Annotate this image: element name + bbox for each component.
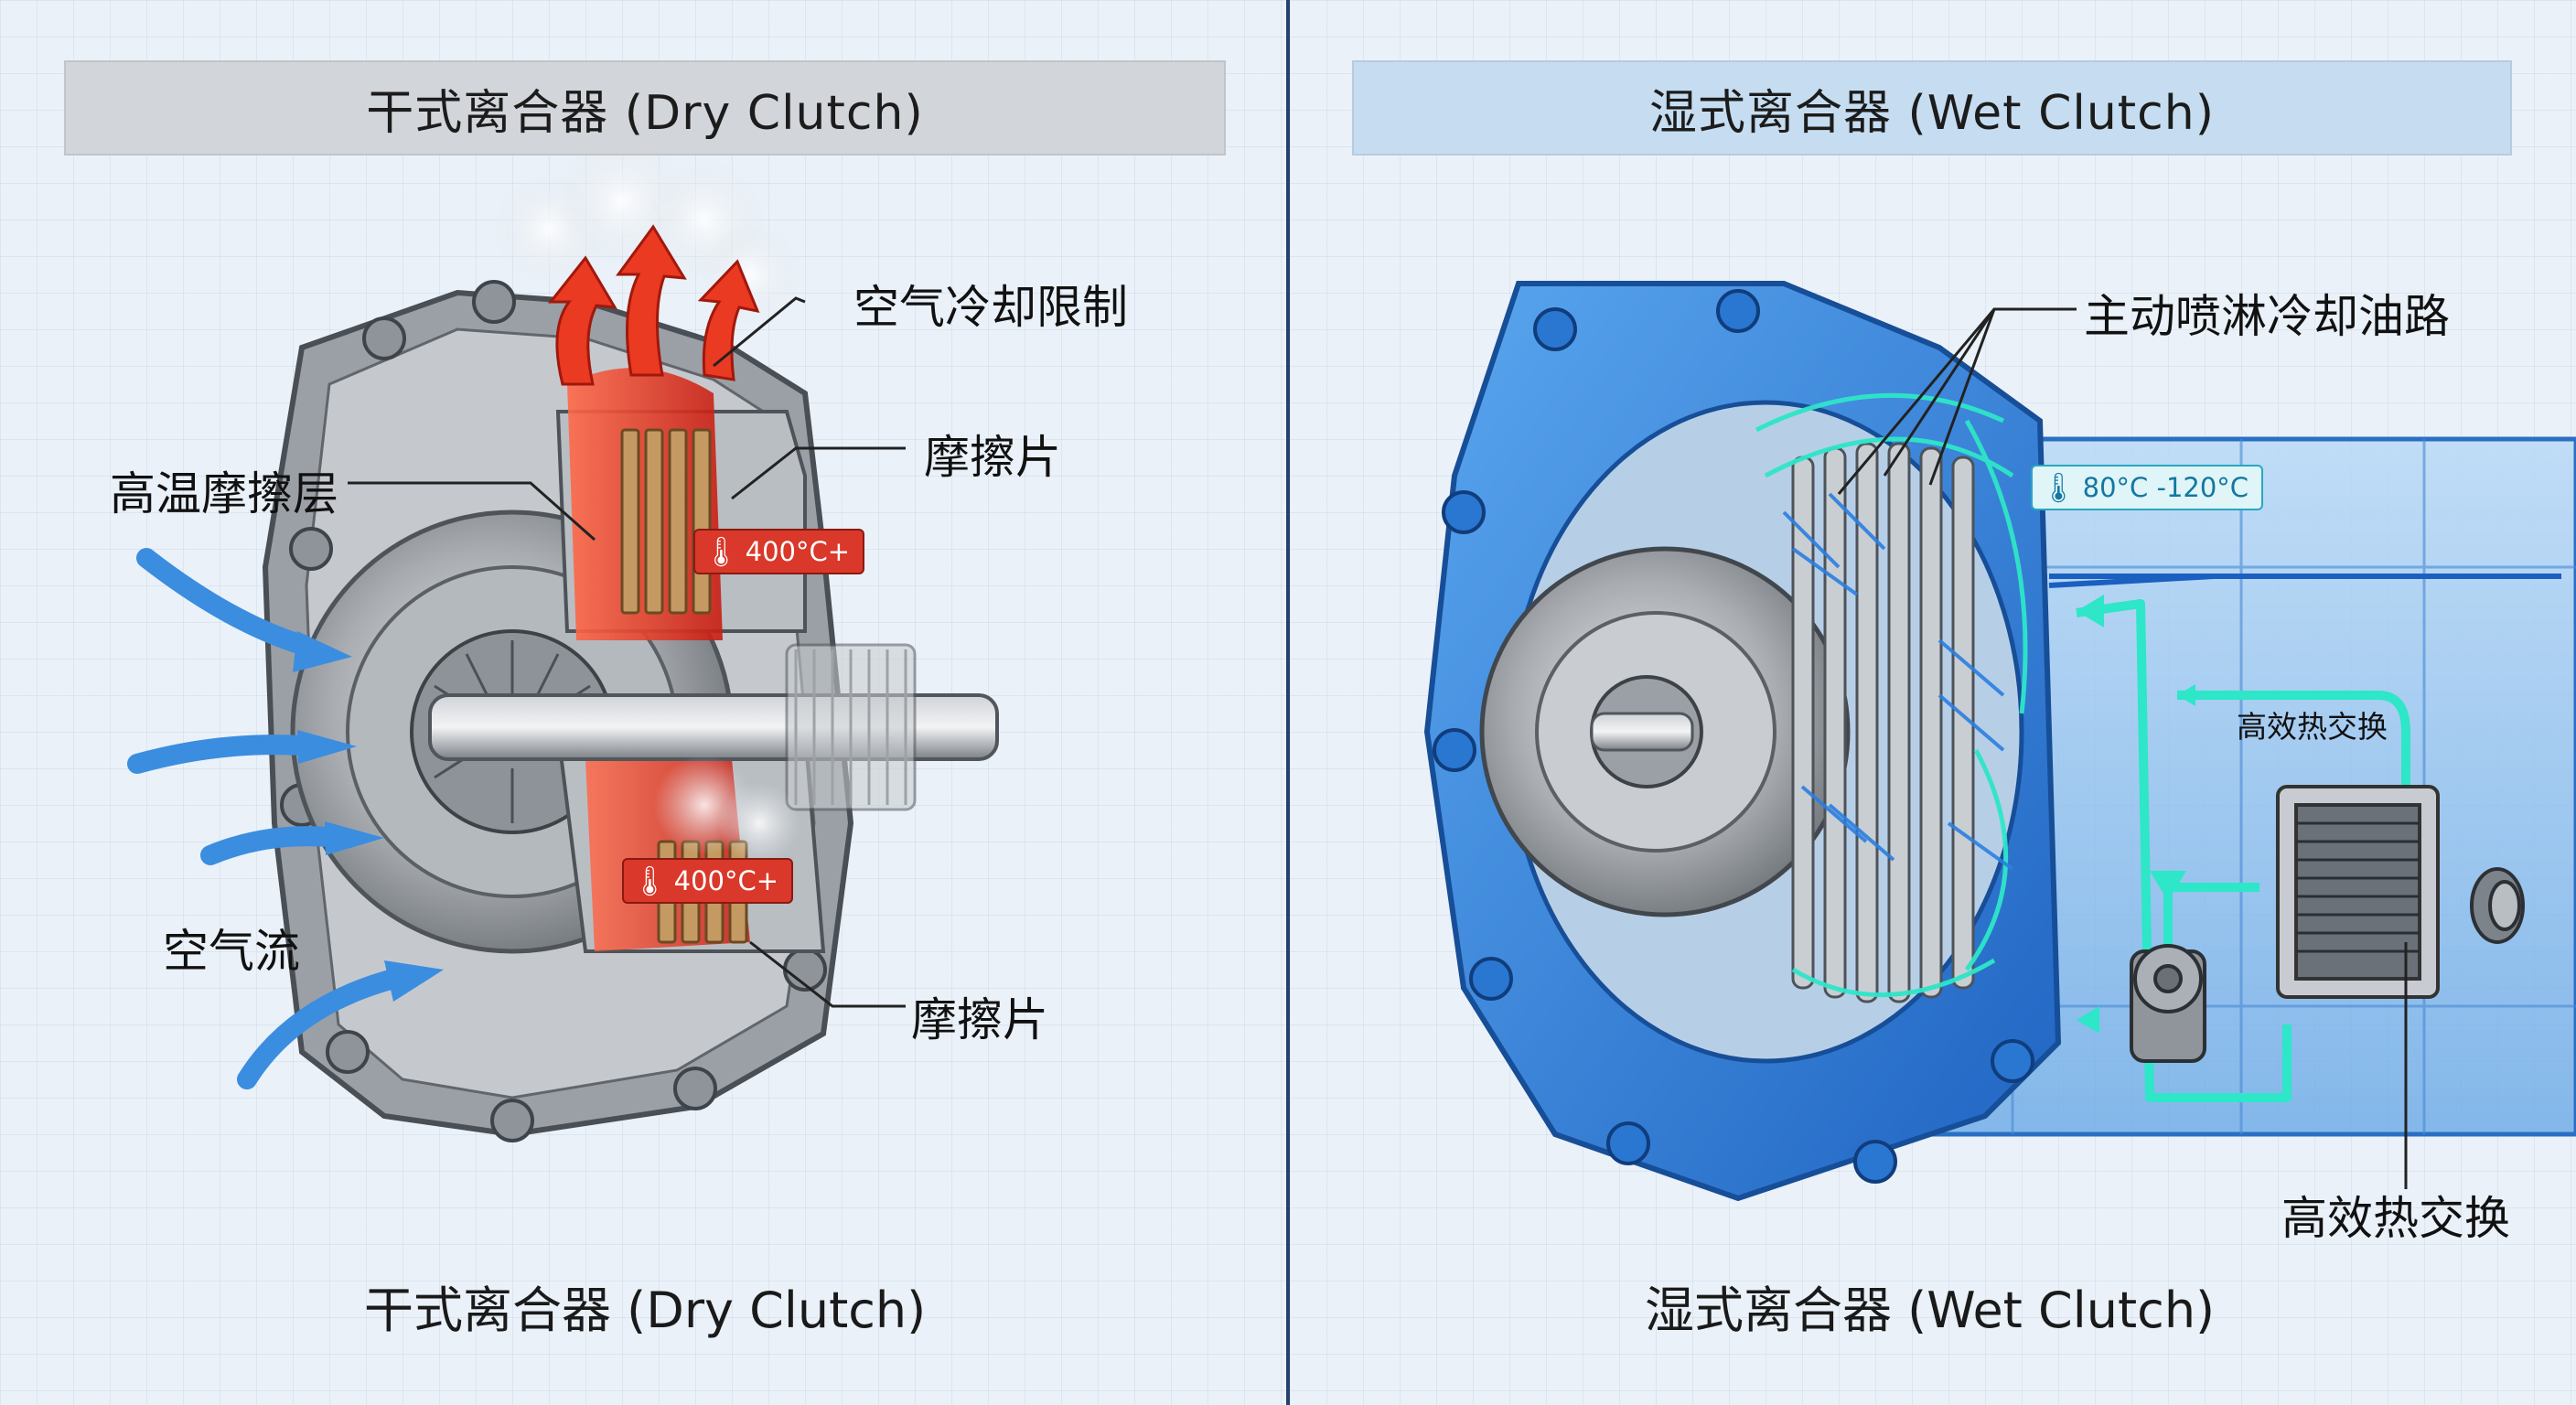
spray-cooling-circuit-label: 主动喷淋冷却油路 [2084, 290, 2450, 343]
temp-badge-top-value: 400°C+ [745, 536, 851, 567]
thermometer-icon: 🌡 [631, 863, 669, 898]
heat-exchange-label: 高效热交换 [2281, 1192, 2510, 1245]
wet-clutch-caption: 湿式离合器 (Wet Clutch) [1645, 1282, 2216, 1339]
air-cooling-limit-label: 空气冷却限制 [853, 281, 1128, 334]
heat-exchange-small-label: 高效热交换 [2237, 709, 2388, 745]
thermometer-icon: 🌡 [703, 534, 740, 569]
dry-clutch-header: 干式离合器 (Dry Clutch) [64, 60, 1226, 156]
hot-friction-layer-label: 高温摩擦层 [110, 467, 338, 520]
airflow-label: 空气流 [163, 925, 300, 978]
airflow-arrow-icon [127, 548, 403, 1089]
temp-badge-wet-value: 80°C -120°C [2082, 472, 2249, 503]
friction-disc-bottom-label: 摩擦片 [911, 993, 1048, 1046]
wet-clutch-header: 湿式离合器 (Wet Clutch) [1352, 60, 2512, 156]
output-flange [2470, 867, 2525, 944]
oil-flow-arrow-icon [2077, 595, 2195, 1034]
dry-clutch-drawing [127, 137, 999, 1142]
friction-disc-top-label: 摩擦片 [924, 431, 1061, 484]
panel-divider [1286, 0, 1290, 1405]
oil-pump [2130, 944, 2206, 1063]
thermometer-icon: 🌡 [2040, 470, 2077, 505]
temp-badge-wet: 🌡 80°C -120°C [2031, 465, 2264, 510]
oil-spray-lines [1755, 392, 2028, 998]
heat-exchanger [2276, 785, 2440, 999]
temp-badge-top: 🌡 400°C+ [693, 529, 865, 574]
dry-clutch-caption: 干式离合器 (Dry Clutch) [364, 1282, 927, 1339]
temp-badge-bottom-value: 400°C+ [673, 865, 779, 896]
wet-clutch-drawing [1423, 281, 2576, 1202]
temp-badge-bottom: 🌡 400°C+ [622, 858, 794, 904]
heat-arrow-icon [547, 224, 760, 386]
wet-clutch-plates [1791, 442, 1975, 1003]
